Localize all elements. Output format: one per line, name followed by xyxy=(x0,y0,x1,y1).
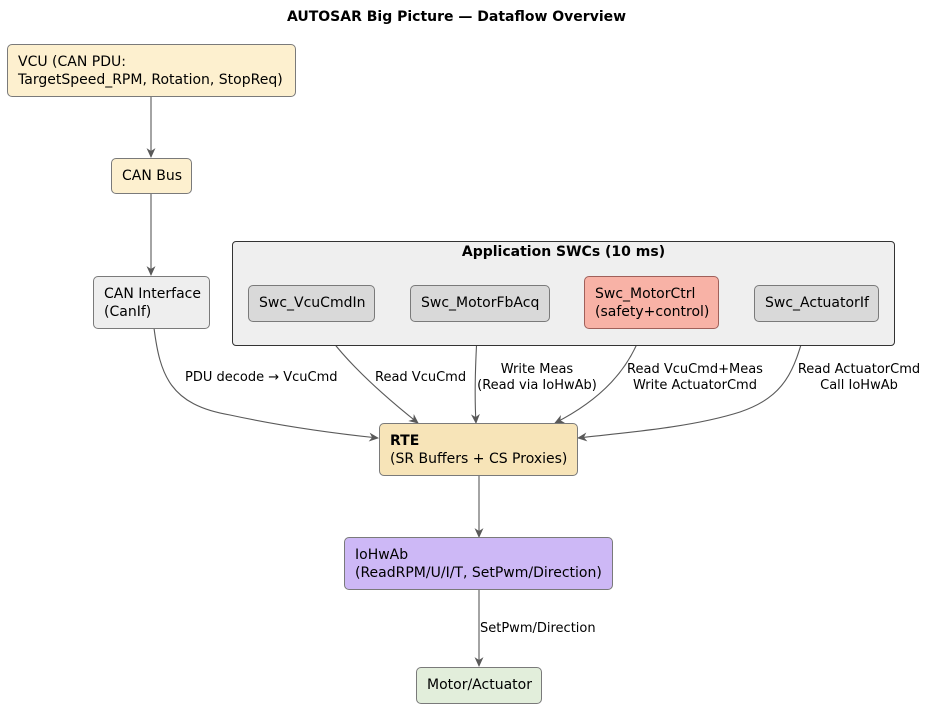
swc-vcucmdin-node: Swc_VcuCmdIn xyxy=(248,285,375,322)
vcu-label-line2: TargetSpeed_RPM, Rotation, StopReq) xyxy=(18,72,283,88)
edge-label-iohwab-motor: SetPwm/Direction xyxy=(480,621,596,636)
rte-label-line1: RTE xyxy=(390,433,420,449)
edge-label-motorfbacq-rte-line2: (Read via IoHwAb) xyxy=(477,378,597,393)
edge-label-actuatorif-rte-line2: Call IoHwAb xyxy=(820,378,898,393)
diagram-title: AUTOSAR Big Picture — Dataflow Overview xyxy=(286,9,627,25)
edge-label-motorctrl-rte: Read VcuCmd+Meas Write ActuatorCmd xyxy=(626,362,764,394)
motor-actuator-label: Motor/Actuator xyxy=(427,677,532,693)
motor-actuator-node: Motor/Actuator xyxy=(416,667,542,704)
swc-actuatorif-node: Swc_ActuatorIf xyxy=(754,285,879,322)
swc-vcucmdin-label: Swc_VcuCmdIn xyxy=(259,295,366,311)
canif-node: CAN Interface (CanIf) xyxy=(93,276,210,329)
canif-label-line2: (CanIf) xyxy=(104,304,152,320)
edge-label-motorctrl-rte-line1: Read VcuCmd+Meas xyxy=(627,362,763,377)
edge-label-motorfbacq-rte: Write Meas (Read via IoHwAb) xyxy=(476,362,598,394)
swc-motorctrl-label-line2: (safety+control) xyxy=(595,304,710,320)
iohwab-label-line2: (ReadRPM/U/I/T, SetPwm/Direction) xyxy=(355,565,602,581)
edge-canif-rte xyxy=(153,327,379,442)
edge-label-vcucmdin-rte: Read VcuCmd xyxy=(375,370,467,385)
group-title: Application SWCs (10 ms) xyxy=(461,244,666,260)
edge-label-motorctrl-rte-line2: Write ActuatorCmd xyxy=(633,378,757,393)
rte-label-line2: (SR Buffers + CS Proxies) xyxy=(390,451,568,467)
swc-motorctrl-label-line1: Swc_MotorCtrl xyxy=(595,286,696,302)
iohwab-label-line1: IoHwAb xyxy=(355,547,409,563)
can-bus-label: CAN Bus xyxy=(122,168,183,184)
iohwab-node: IoHwAb (ReadRPM/U/I/T, SetPwm/Direction) xyxy=(344,537,613,590)
vcu-label-line1: VCU (CAN PDU: xyxy=(18,54,126,70)
edge-actuatorif-rte xyxy=(577,320,809,442)
swc-actuatorif-label: Swc_ActuatorIf xyxy=(765,295,869,311)
edge-label-canif-rte: PDU decode → VcuCmd xyxy=(185,370,338,385)
vcu-node: VCU (CAN PDU: TargetSpeed_RPM, Rotation,… xyxy=(7,44,296,97)
edge-label-actuatorif-rte-line1: Read ActuatorCmd xyxy=(797,362,921,377)
edge-label-actuatorif-rte: Read ActuatorCmd Call IoHwAb xyxy=(797,362,921,394)
swc-motorfbacq-node: Swc_MotorFbAcq xyxy=(410,285,550,322)
edge-label-motorfbacq-rte-line1: Write Meas xyxy=(500,362,574,377)
canif-label-line1: CAN Interface xyxy=(104,286,201,302)
can-bus-node: CAN Bus xyxy=(111,158,192,194)
rte-node: RTE (SR Buffers + CS Proxies) xyxy=(379,423,578,476)
swc-motorctrl-node: Swc_MotorCtrl (safety+control) xyxy=(584,276,719,329)
swc-motorfbacq-label: Swc_MotorFbAcq xyxy=(421,295,540,311)
